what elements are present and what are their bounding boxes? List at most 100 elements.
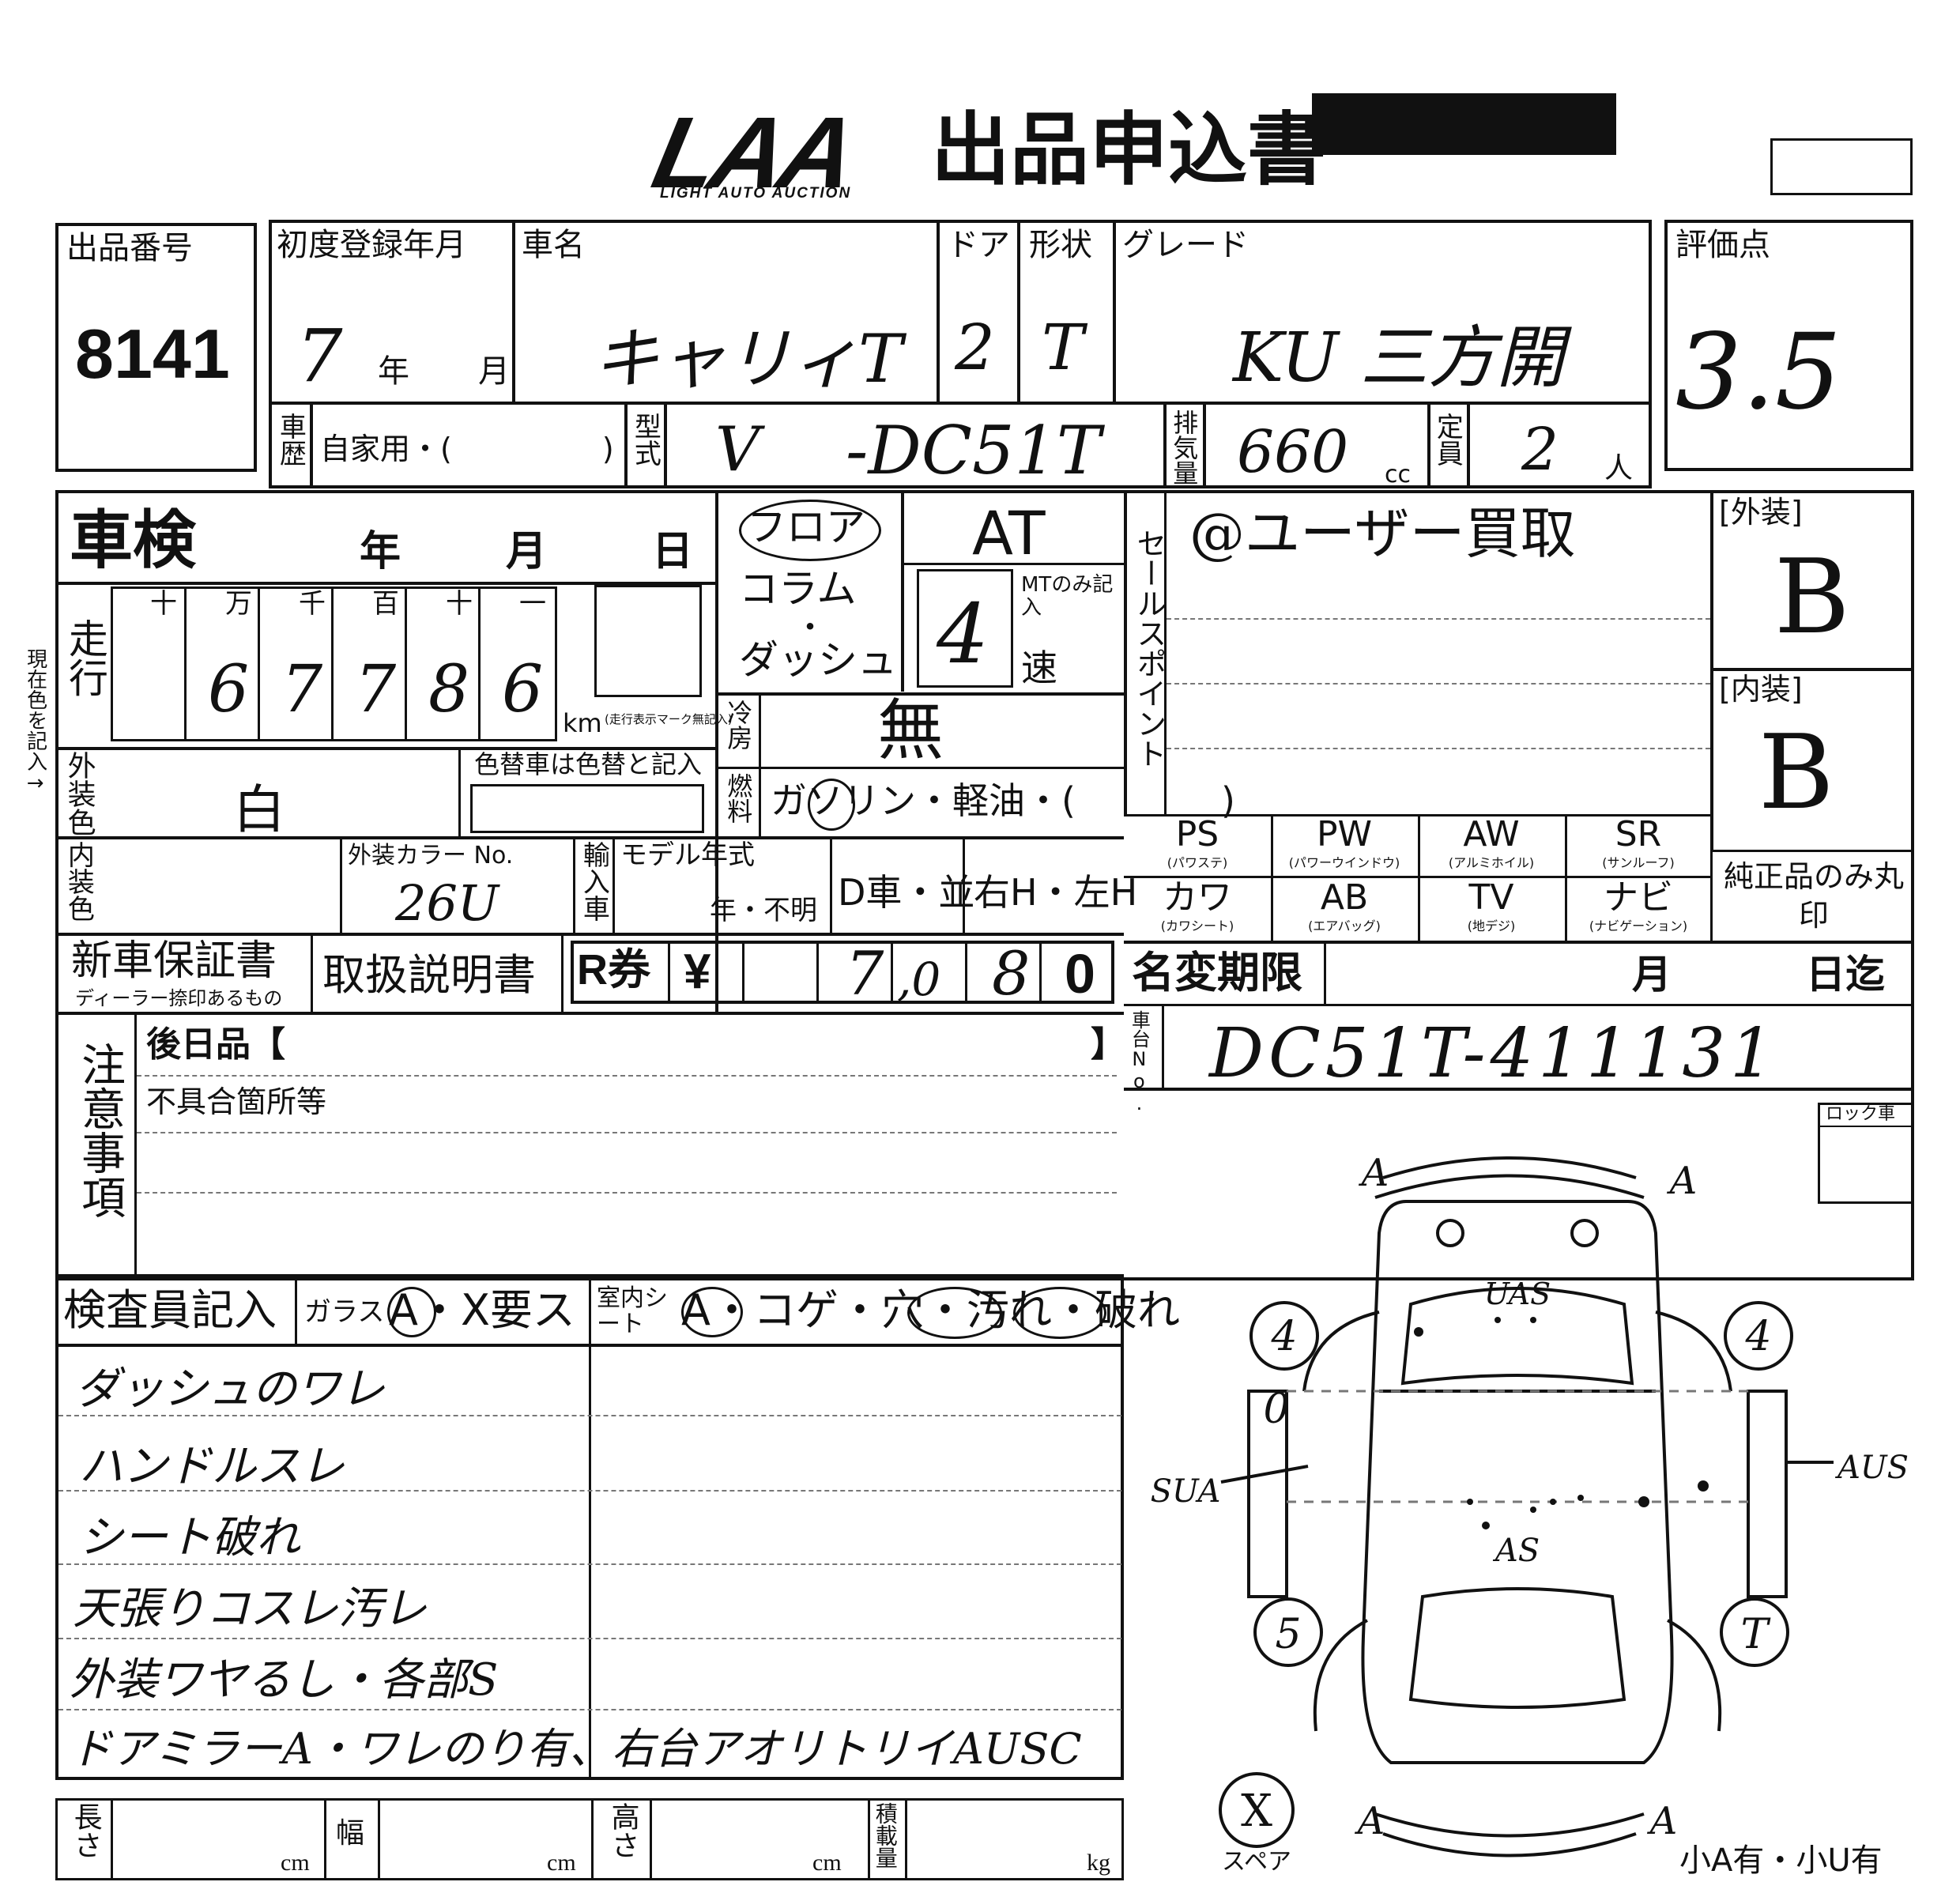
exterior-color-value: 白 xyxy=(233,779,285,840)
mileage-digits: 十 万 千 百 十 一 6 7 7 8 6 xyxy=(111,586,557,741)
divider xyxy=(1203,405,1206,488)
diagram-mark: AUS xyxy=(1834,1450,1909,1486)
divider xyxy=(589,1274,591,1780)
divider xyxy=(901,563,1124,565)
option-ps: PS (パワステ) xyxy=(1124,817,1271,871)
option-code: AW xyxy=(1463,814,1520,854)
length-label: 長さ xyxy=(69,1802,102,1859)
divider xyxy=(1818,1126,1914,1127)
manual-label: 取扱説明書 xyxy=(322,950,536,1000)
divider xyxy=(573,836,575,933)
divider xyxy=(715,692,1124,696)
form-title: 出品申込書 xyxy=(931,104,1326,196)
diagram-mark: A xyxy=(1667,1159,1698,1203)
shift-column: コラム xyxy=(739,566,857,612)
shift-floor-circle xyxy=(739,500,881,561)
dashed-line xyxy=(137,1132,1117,1133)
color-no-label: 外装カラー No. xyxy=(348,842,514,869)
model-year-text: 年・不明 xyxy=(710,895,817,926)
divider xyxy=(55,933,1124,936)
option-pw: PW (パワーウインドウ) xyxy=(1271,817,1418,871)
name-change-day: 日迄 xyxy=(1806,952,1885,997)
warranty-label: 新車保証書 xyxy=(71,937,277,985)
door-value: 2 xyxy=(955,311,995,384)
registration-year-unit: 年 xyxy=(378,353,409,390)
recycle-digit: 8 xyxy=(992,938,1031,1009)
registration-month-unit: 月 xyxy=(478,353,510,390)
seat-circle xyxy=(681,1287,743,1337)
shift-at: AT xyxy=(972,498,1046,568)
displacement-label: 排気量 xyxy=(1169,409,1200,485)
glass-circle xyxy=(387,1287,436,1337)
model-type-label: 型式 xyxy=(629,413,662,466)
defects-label: 不具合箇所等 xyxy=(146,1084,327,1119)
divider xyxy=(715,767,1124,769)
digit-divider xyxy=(816,941,819,1004)
diagram-mark: A xyxy=(1647,1799,1678,1843)
shape-value: T xyxy=(1042,311,1084,384)
divider xyxy=(111,1798,113,1880)
dealer-text: D車・並 xyxy=(838,871,975,914)
dashed-line xyxy=(1167,748,1710,749)
glass-label: ガラス xyxy=(304,1296,385,1328)
divider xyxy=(1163,405,1167,488)
digit-divider xyxy=(478,586,481,741)
digit-divider xyxy=(1039,941,1042,1004)
divider xyxy=(1565,814,1567,941)
divider xyxy=(1418,814,1420,941)
fuel-label: 燃料 xyxy=(723,773,754,824)
option-aw: AW (アルミホイル) xyxy=(1418,817,1565,871)
capacity-unit: 人 xyxy=(1604,452,1634,485)
option-sub: (エアバッグ) xyxy=(1308,918,1381,933)
parts-label: 後日品【 xyxy=(146,1025,285,1064)
notes-label: 注意事項 xyxy=(74,1042,126,1219)
mileage-grid xyxy=(111,586,557,741)
remark-2: ハンドルスレ xyxy=(79,1441,345,1492)
recycle-digits: ¥ 7 ,0 8 0 xyxy=(668,938,1114,1009)
recycle-box xyxy=(571,941,1114,1004)
mileage-digit: 7 xyxy=(355,652,397,727)
digit-divider xyxy=(742,941,744,1004)
digit-divider xyxy=(965,941,967,1004)
divider xyxy=(55,836,1124,839)
score-box xyxy=(1664,220,1913,471)
diagram-mark: A xyxy=(1355,1799,1385,1843)
sales-point-value: @ユーザー買取 xyxy=(1189,501,1576,566)
parts-close: 】 xyxy=(1091,1025,1125,1064)
name-change-label: 名変期限 xyxy=(1132,949,1302,997)
vehicle-info-box xyxy=(269,220,1652,488)
option-sub: (サンルーフ) xyxy=(1602,855,1675,870)
laa-logo: LAA LIGHT AUTO AUCTION xyxy=(644,96,917,209)
divider xyxy=(937,220,940,402)
divider xyxy=(1124,1088,1914,1091)
grade-value: KU 三方開 xyxy=(1233,319,1564,398)
remark-4: 天張りコスレ汚レ xyxy=(73,1583,427,1635)
diagram-mark: SUA xyxy=(1151,1473,1221,1510)
divider xyxy=(1017,220,1020,402)
chassis-label: 車台No. xyxy=(1128,1010,1151,1114)
interior-grade-label: [内装] xyxy=(1719,672,1803,707)
option-sub: (パワステ) xyxy=(1167,855,1228,870)
option-sub: (カワシート) xyxy=(1160,918,1234,933)
option-code: TV xyxy=(1468,877,1514,918)
door-label: ドア xyxy=(947,227,1010,263)
inspector-label: 検査員記入 xyxy=(63,1285,277,1335)
divider xyxy=(1710,850,1713,941)
redacted-barcode xyxy=(1312,93,1616,155)
divider xyxy=(1124,941,1914,944)
divider xyxy=(561,933,564,1012)
recycle-label: R券 xyxy=(577,946,650,994)
length-unit: cm xyxy=(281,1850,310,1876)
divider xyxy=(650,1798,652,1880)
model-type-prefix: V xyxy=(715,414,760,485)
divider xyxy=(55,1012,1124,1015)
divider xyxy=(1710,668,1914,671)
ac-label: 冷房 xyxy=(723,700,754,750)
inspection-label: 車検 xyxy=(70,505,196,575)
dashed-line xyxy=(1167,618,1710,620)
lock-box xyxy=(1818,1103,1914,1204)
digit-divider xyxy=(184,586,187,741)
color-change-box xyxy=(470,784,704,833)
diagram-mark: 4 xyxy=(1744,1313,1771,1360)
car-name-label: 車名 xyxy=(522,227,585,263)
